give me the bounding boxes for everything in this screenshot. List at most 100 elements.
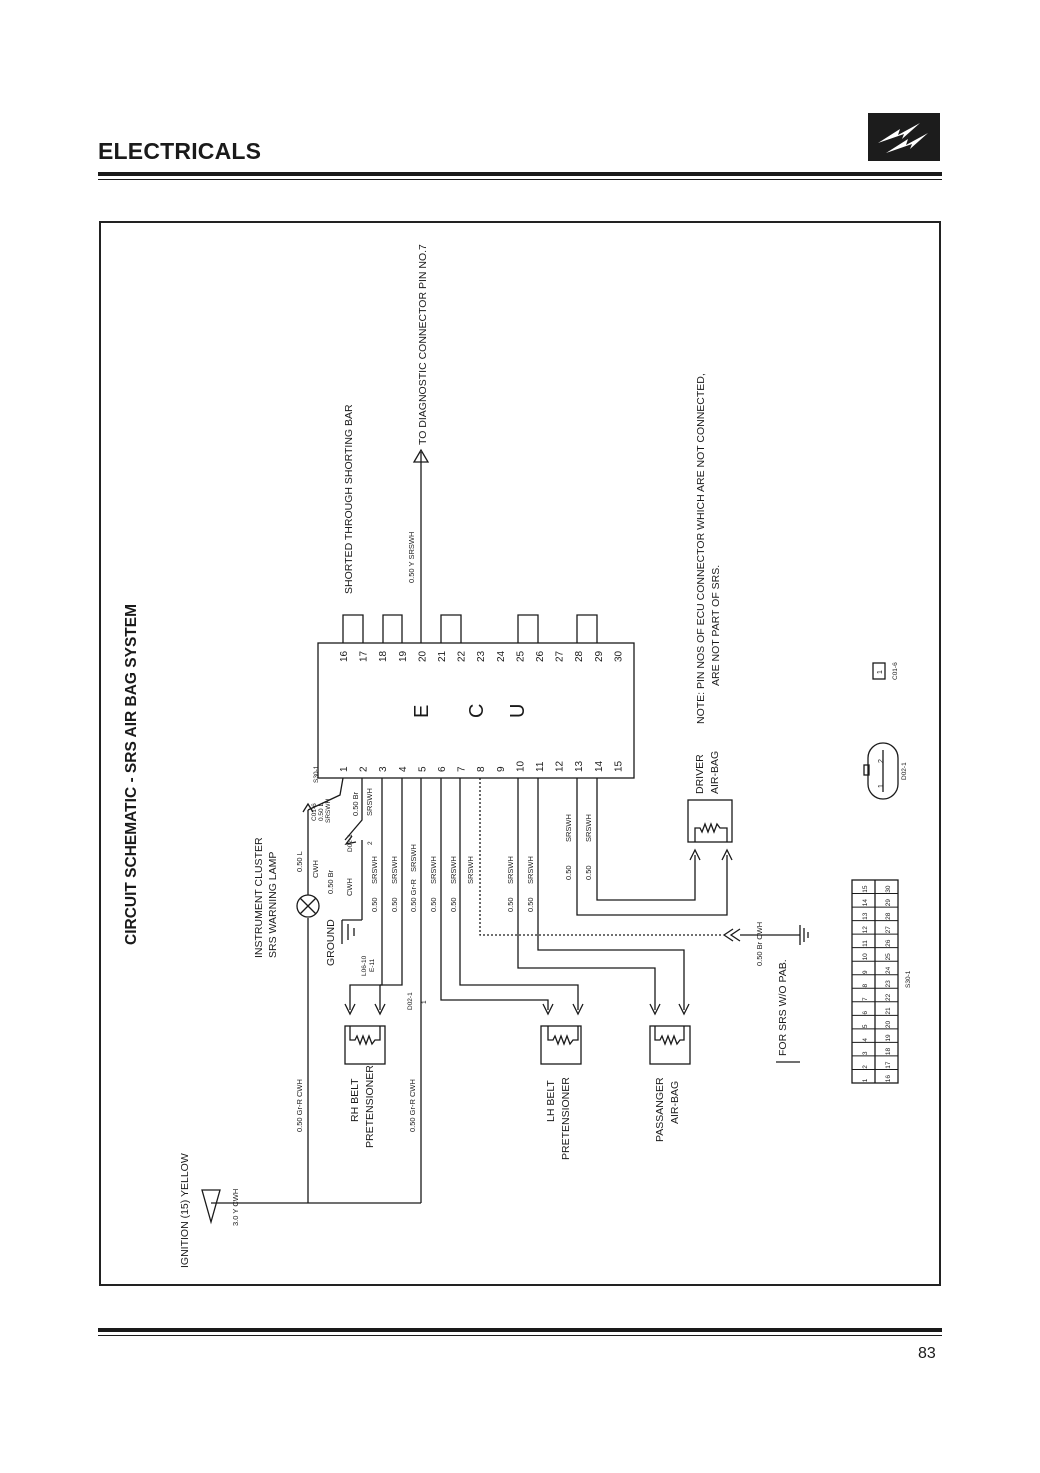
pin7-wire-b: SRSWH [449,856,458,884]
pab-wire-label: 0.50 Br CWH [755,922,764,966]
ground-label: GROUND [325,919,337,966]
ignition-label: IGNITION (15) YELLOW [179,1153,191,1268]
ecu-pin-7: 7 [457,766,468,772]
ecu-pin-6: 6 [437,766,448,772]
pin11-wire-a: 0.50 [526,897,535,912]
grid-cell-20: 26 [885,939,892,947]
page-title: ELECTRICALS [98,138,262,164]
grid-cell-9: 7 [862,997,869,1001]
wire-label-lamp-br: 0.50 Br [326,869,335,894]
grid-cell-12: 4 [862,1038,869,1042]
d02-1-label-small: D02-1 [407,992,414,1010]
pin11-wire [537,778,685,1010]
grid-cell-6: 10 [862,953,869,961]
grid-cell-28: 18 [885,1048,892,1056]
pin5-wire-a: 0.50 Gr-R [409,878,418,912]
ignition-wire-label: 3.0 Y CWH [231,1189,240,1226]
electrical-bolt-logo [868,113,940,161]
pin7-wire [459,778,579,1010]
warning-lamp-label: SRS WARNING LAMP [267,852,279,958]
grid-cell-14: 2 [862,1065,869,1069]
grid-cell-29: 17 [885,1061,892,1069]
ecu-pin-17: 17 [359,650,370,662]
grid-cell-13: 3 [862,1051,869,1055]
ecu-pin-2: 2 [359,766,370,772]
grid-cell-19: 27 [885,926,892,934]
ignition-symbol [201,1189,221,1225]
lh-belt-label-1: LH BELT [545,1080,557,1122]
pin14-wire-a: 0.50 [584,865,593,880]
shorting-bar-18-19 [382,614,403,643]
pin13-wire-a: 0.50 [564,865,573,880]
ecu-pin-29: 29 [594,650,605,662]
pin6-wire-a: 0.50 [429,897,438,912]
ecu-pin-11: 11 [535,761,546,772]
lh-belt-pretensioner-box [540,1025,582,1065]
pin3-wire-b: SRSWH [370,856,379,884]
footer-rule-thin [98,1335,942,1336]
note-line-2: ARE NOT PART OF SRS. [710,565,722,686]
passenger-airbag-box [649,1025,691,1065]
grid-cell-17: 29 [885,899,892,907]
ecu-pin-10: 10 [515,760,526,772]
pin10-wire [517,778,656,1010]
d02-1-pin-1: 1 [421,1000,428,1004]
grid-cell-3: 13 [862,912,869,920]
rh-belt-pretensioner-box [344,1025,386,1065]
grid-cell-16: 30 [885,885,892,893]
header-rule-thick [98,172,942,176]
pin2-wire-type: SRSWH [365,788,374,816]
pin7-wire-a: 0.50 [449,897,458,912]
ignition-branch-label-1: 0.50 Gr-R CWH [295,1079,304,1132]
pin13-wire-b: SRSWH [564,814,573,842]
e11-label: E-11 [369,958,376,972]
pin8-dotted-wire [479,778,723,936]
diagnostic-arrow [412,448,430,463]
shorting-bar-25-26 [517,614,539,643]
ecu-pin-4: 4 [398,766,409,772]
diagnostic-wire-label: 0.50 Y SRSWH [407,532,416,583]
pin4-wire-b: SRSWH [390,856,399,884]
pin11-wire-b: SRSWH [526,856,535,884]
ecu-pin-12: 12 [555,760,566,772]
pin7-wire-c: SRSWH [466,856,475,884]
ecu-pin-28: 28 [574,650,585,662]
header-rule-thin [98,179,942,180]
note-line-1: NOTE: PIN NOS OF ECU CONNECTOR WHICH ARE… [695,373,707,724]
ecu-pin-15: 15 [613,760,624,772]
ecu-pin-21: 21 [437,650,448,662]
driver-airbag-label-1: DRIVER [694,754,706,794]
grid-cell-24: 22 [885,993,892,1001]
d02-1-connector-label: D02-1 [901,762,908,780]
grid-cell-25: 21 [885,1007,892,1015]
ecu-pin-23: 23 [476,650,487,662]
passenger-airbag-label-2: AIR-BAG [669,1081,681,1124]
ecu-pin-24: 24 [496,650,507,662]
ecu-pin-27: 27 [555,650,566,662]
ignition-branch-label-2: 0.50 Gr-R CWH [408,1079,417,1132]
pin14-wire [596,778,696,901]
s30-1-grid-label: S30-1 [905,970,912,988]
pin5-wire-b: SRSWH [409,844,418,872]
instrument-cluster-label: INSTRUMENT CLUSTER [253,837,265,958]
shorting-bar-21-22 [440,614,462,643]
wire-label-lamp: 0.50 L [295,851,304,872]
grid-cell-10: 6 [862,1011,869,1015]
grid-cell-7: 9 [862,970,869,974]
ecu-pin-26: 26 [535,650,546,662]
driver-airbag-box [687,799,733,843]
wire-label-lamp-cwh: CWH [311,860,320,878]
ecu-pin-1: 1 [339,766,350,772]
wire-label-ground-cwh: CWH [345,878,354,896]
grid-cell-2: 14 [862,899,869,907]
ecu-pin-16: 16 [339,650,350,662]
ecu-letter-u: U [507,704,529,718]
diagram-frame [99,221,941,1286]
ecu-letter-e: E [411,705,433,718]
grid-cell-8: 8 [862,984,869,988]
footer-rule-thick [98,1328,942,1332]
ecu-pin-19: 19 [398,650,409,662]
shorting-bar-16-17 [342,614,364,643]
grid-cell-26: 20 [885,1020,892,1028]
